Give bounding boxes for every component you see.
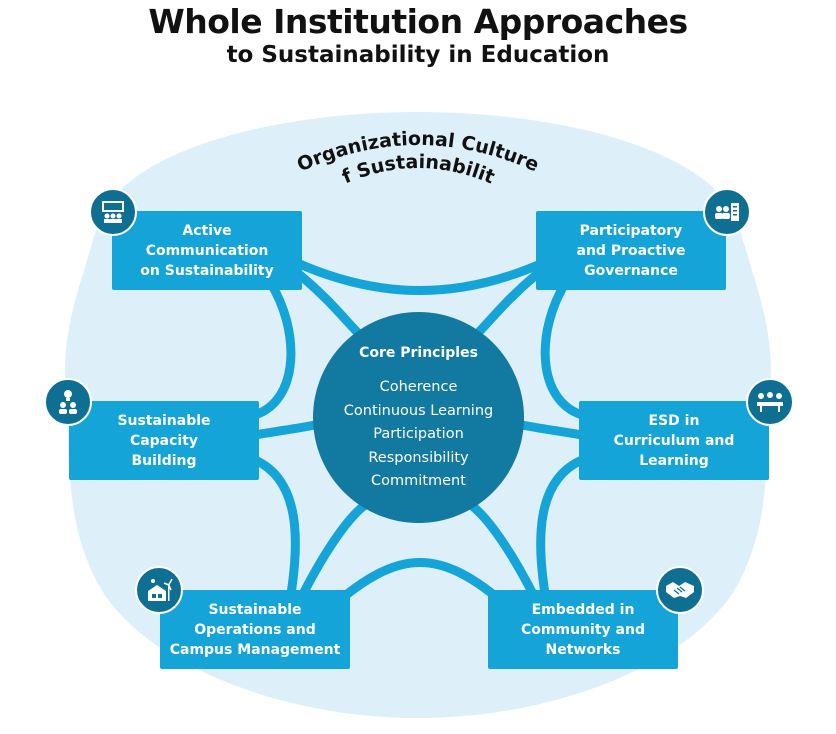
core-principle-item: Commitment <box>371 473 466 489</box>
core-principle-item: Continuous Learning <box>343 402 494 419</box>
diagram-subtitle: to Sustainability in Education <box>226 42 610 68</box>
core-principles-title: Core Principles <box>359 345 478 361</box>
lightbulb-people-icon <box>44 378 92 426</box>
people-checklist-icon <box>703 188 751 236</box>
core-principle-item: Coherence <box>379 379 458 395</box>
connector-bands <box>250 257 587 605</box>
core-principles-circle: Core Principles Coherence Continuous Lea… <box>313 312 524 523</box>
diagram-title: Whole Institution Approaches <box>148 2 688 41</box>
core-principle-item: Participation <box>373 426 464 442</box>
area-community-networks: Embedded in Community and Networks <box>488 590 678 669</box>
presentation-icon <box>89 188 137 236</box>
meeting-table-icon <box>746 378 794 426</box>
handshake-icon <box>656 566 704 614</box>
core-principles-list: Coherence Continuous Learning Participat… <box>313 376 524 494</box>
building-wind-turbine-icon <box>135 566 183 614</box>
area-esd-curriculum: ESD in Curriculum and Learning <box>579 401 769 480</box>
area-participatory-governance: Participatory and Proactive Governance <box>536 211 726 290</box>
area-capacity-building: Sustainable Capacity Building <box>69 401 259 480</box>
area-operations-campus: Sustainable Operations and Campus Manage… <box>160 590 350 669</box>
core-principle-item: Responsibility <box>368 449 469 466</box>
area-active-communication: Active Communication on Sustainability <box>112 211 302 290</box>
